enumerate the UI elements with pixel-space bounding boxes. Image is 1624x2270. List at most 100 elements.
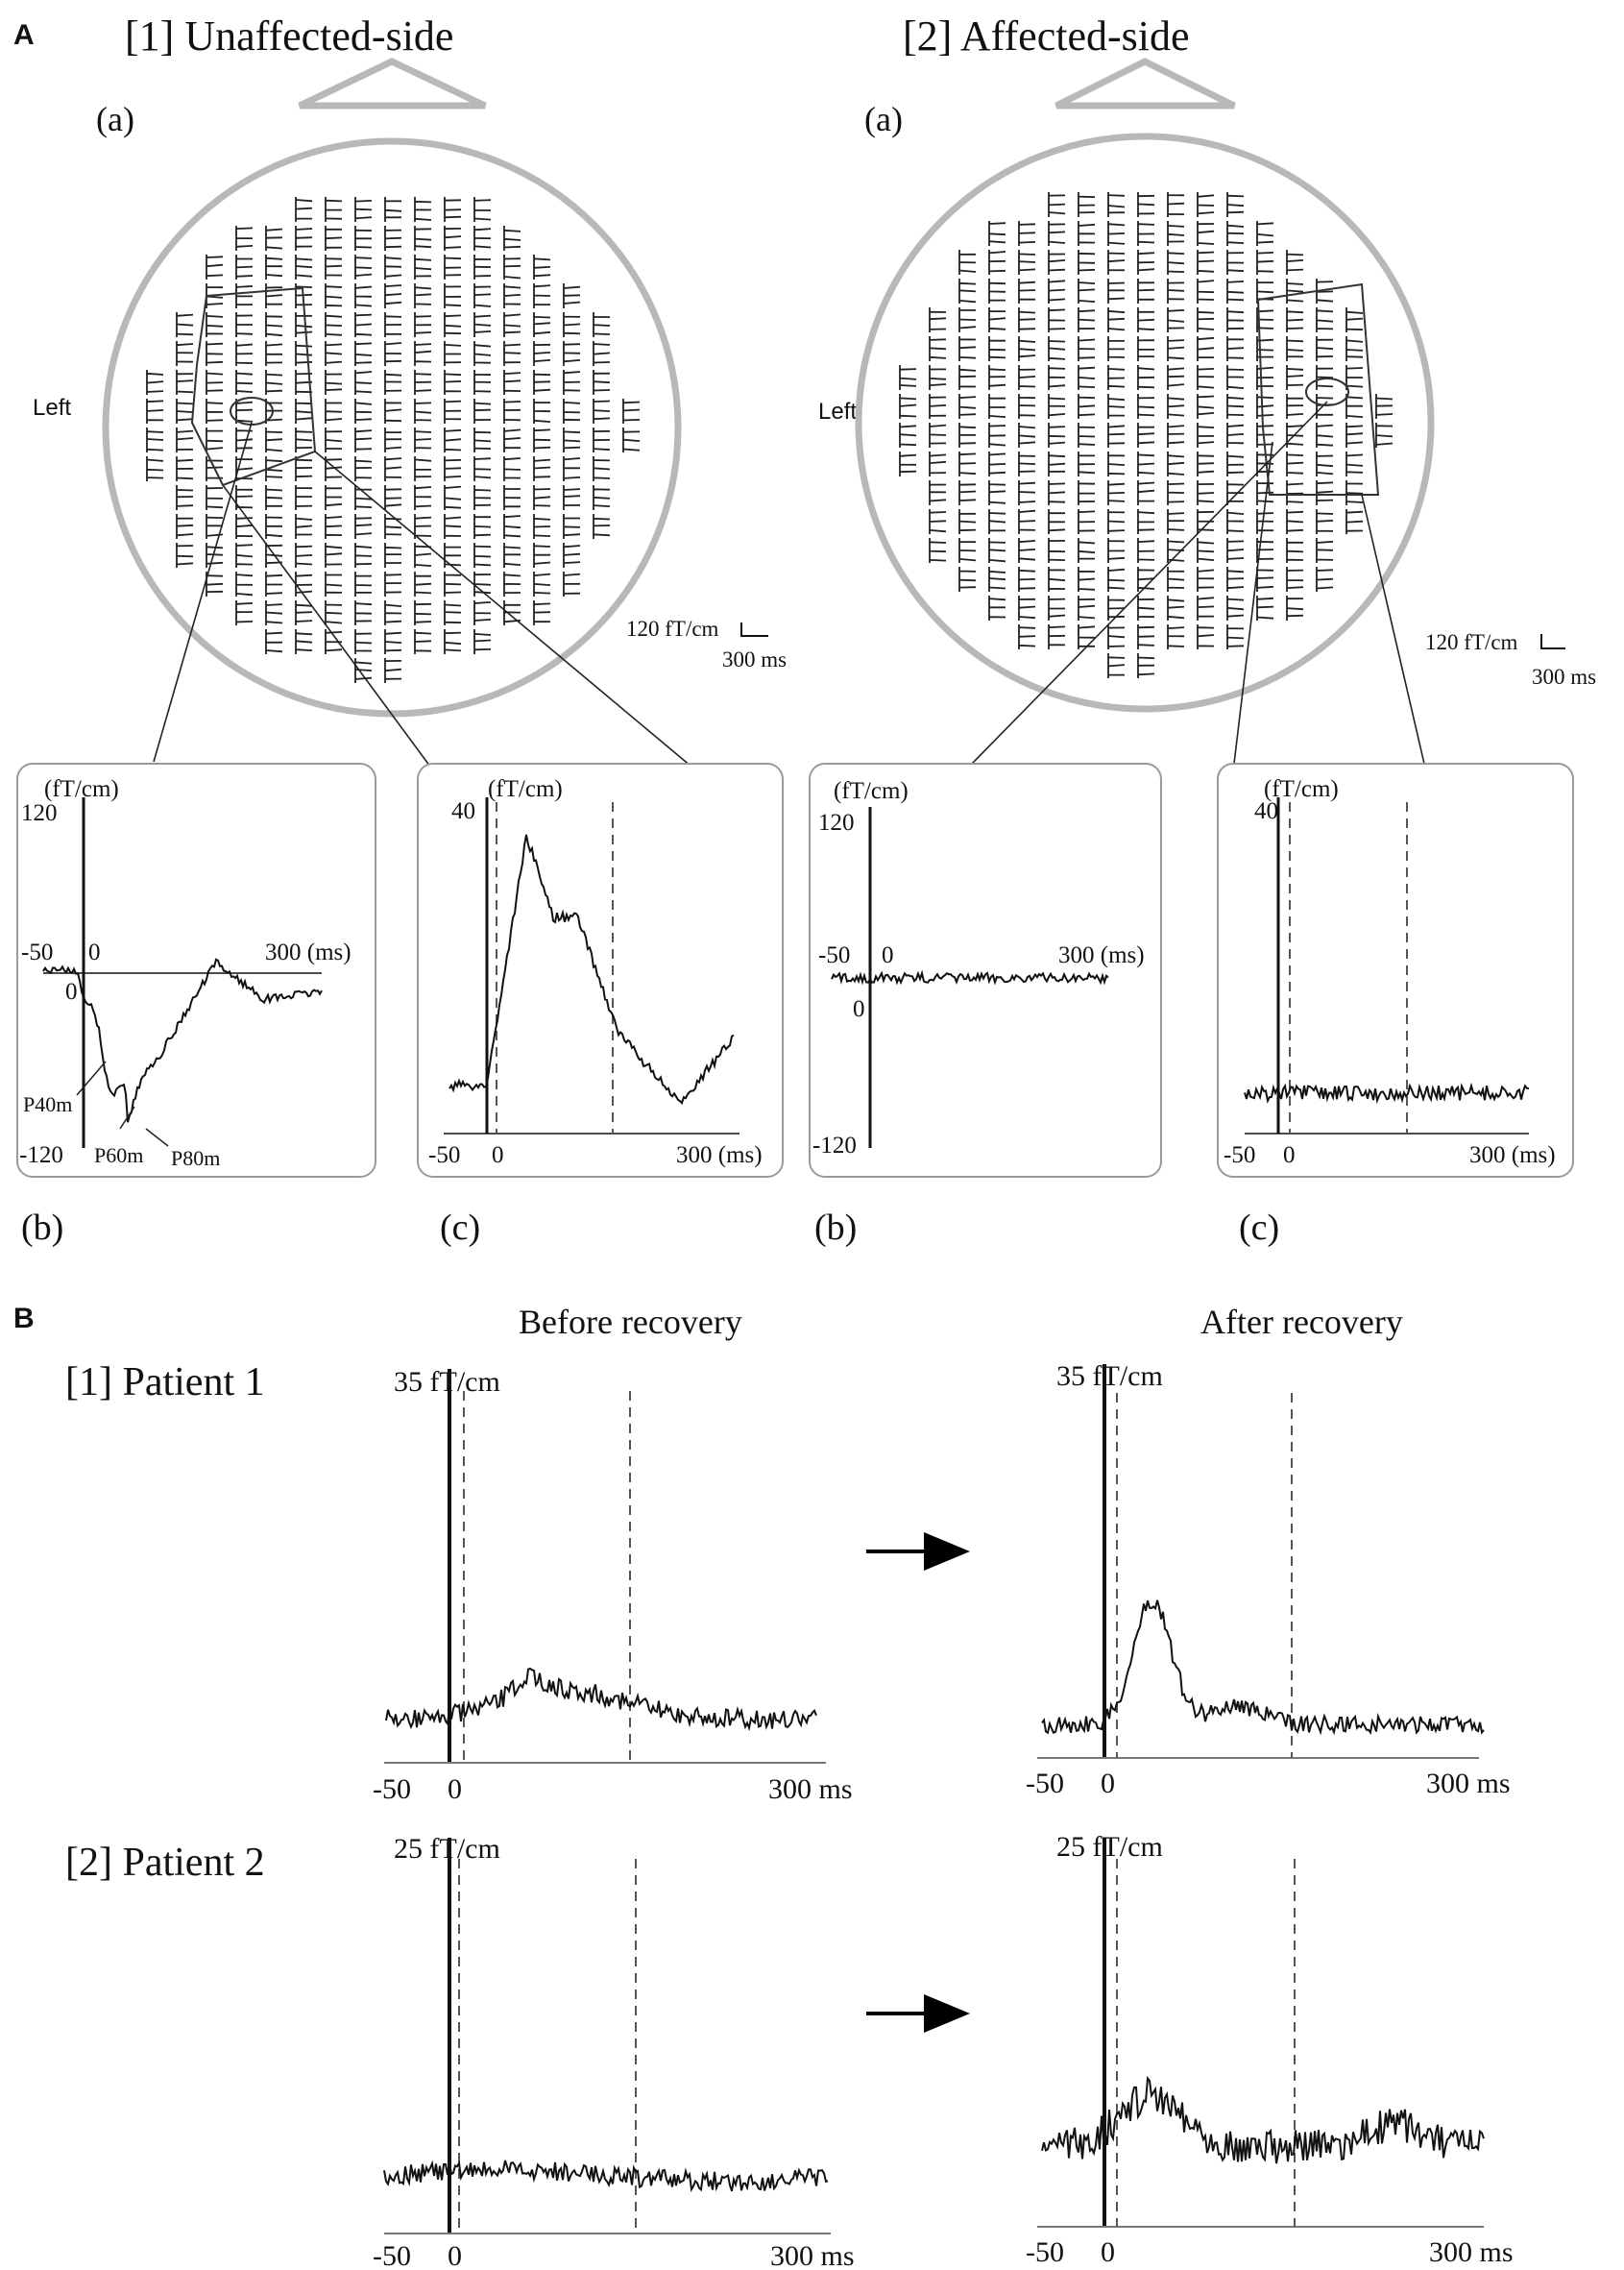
inset-frame [809,763,1162,1178]
inset-y-bottom-label: -120 [19,1142,63,1168]
inset-y-bottom-label: -120 [812,1133,857,1159]
plot-scale-label: 35 fT/cm [394,1366,500,1398]
peak-arrow [119,1106,135,1130]
inset-frame [16,763,376,1178]
callout-line [1233,441,1273,765]
peak-arrow [145,1128,169,1147]
plot-scale-label: 35 fT/cm [1056,1360,1163,1392]
plot-scale-label: 25 fT/cm [1056,1831,1163,1863]
callout-line [1361,494,1425,765]
side-affected: [2] Affected-side (a) Left 120 fT/cm 300… [809,12,1596,1248]
amplitude-scale-bar [740,622,768,637]
inset-x-right-label: 300 (ms) [676,1142,763,1168]
inset-x-left-label: -50 [818,942,850,968]
inset-b-caption: (b) [814,1208,857,1248]
plot-x-right-label: 300 ms [1426,1768,1511,1799]
plot-waveform [1041,2075,1485,2164]
inset-b-unaffected: (fT/cm) 120 -120 -50 0 300 (ms) 0 P40m P… [16,763,376,1178]
callout-line [314,451,692,768]
selected-sensor-marker [1305,378,1349,406]
inset-x-left-label: -50 [1224,1142,1255,1168]
inset-waveform [42,958,323,1123]
inset-unit-label: (fT/cm) [44,776,119,802]
side-unaffected-title: [1] Unaffected-side [125,12,453,60]
inset-y-zero-label: 0 [853,996,865,1022]
scale-time-label: 300 ms [1532,665,1596,689]
left-hemisphere-label: Left [818,399,857,425]
inset-unit-label: (fT/cm) [488,776,563,802]
inset-y-top-label: 40 [1254,798,1278,824]
column-after-recovery: After recovery [1200,1303,1403,1341]
inset-c-caption: (c) [1239,1208,1279,1248]
plot-waveform [1041,1599,1485,1736]
inset-unit-label: (fT/cm) [834,778,909,804]
plot-x-right-label: 300 ms [768,1773,853,1805]
sensor-map-a-label: (a) [864,100,903,138]
arrow-right-icon [866,1994,970,2033]
inset-waveform [831,969,1109,986]
left-hemisphere-label: Left [33,395,71,421]
inset-x-right-label: 300 (ms) [1058,942,1145,968]
inset-x-right-label: 300 (ms) [1469,1142,1556,1168]
inset-y-zero-label: 0 [65,979,78,1005]
plot-x-left-label: -50 [373,1773,411,1805]
peak-label-p80m: P80m [171,1146,220,1170]
inset-frame [1217,763,1574,1178]
callout-line [971,401,1328,765]
inset-x-zero-label: 0 [882,942,894,968]
plot-x-zero-label: 0 [1101,2236,1115,2268]
column-before-recovery: Before recovery [519,1303,742,1341]
inset-y-top-label: 40 [451,798,475,824]
inset-c-caption: (c) [440,1208,480,1248]
plot-x-left-label: -50 [373,2240,411,2270]
inset-y-top-label: 120 [818,810,855,836]
scale-amplitude-label: 120 fT/cm [626,617,719,641]
scale-amplitude-label: 120 fT/cm [1425,630,1518,654]
head-nose [1054,58,1236,110]
plot-patient1-before: 35 fT/cm -50 0 300 ms [373,1366,853,1805]
plot-x-left-label: -50 [1026,1768,1064,1799]
inset-x-left-label: -50 [428,1142,460,1168]
plot-waveform [383,2160,829,2192]
plot-scale-label: 25 fT/cm [394,1833,500,1865]
callout-line [153,422,253,763]
panel-a-letter: A [13,19,35,51]
inset-y-top-label: 120 [21,800,58,826]
patient-1-label: [1] Patient 1 [65,1360,265,1404]
inset-c-affected: (fT/cm) 40 -50 0 300 (ms) [1217,763,1574,1178]
peak-arrow [76,1061,107,1096]
roi-outline [1256,282,1380,496]
plot-patient2-before: 25 fT/cm -50 0 300 ms [373,1833,855,2270]
amplitude-scale-bar [1540,634,1565,649]
inset-x-left-label: -50 [21,940,53,965]
head-outline [102,137,682,718]
inset-waveform [1244,1082,1530,1105]
plot-x-right-label: 300 ms [1429,2236,1514,2268]
inset-x-zero-label: 0 [1283,1142,1296,1168]
head-nose [298,58,487,110]
sensor-map-a-label: (a) [96,100,134,138]
plot-patient2-after: 25 fT/cm -50 0 300 ms [1026,1831,1514,2268]
plot-x-zero-label: 0 [448,1773,462,1805]
inset-x-right-label: 300 (ms) [265,940,351,965]
scale-time-label: 300 ms [722,647,787,671]
head-outline [855,133,1435,713]
sensor-array [146,197,641,683]
sensor-glyphs [899,192,1394,678]
inset-unit-label: (fT/cm) [1264,776,1339,802]
inset-frame [417,763,784,1178]
side-affected-title: [2] Affected-side [903,12,1190,60]
inset-b-affected: (fT/cm) 120 -120 -50 0 300 (ms) 0 [809,763,1162,1178]
plot-x-zero-label: 0 [448,2240,462,2270]
side-unaffected: [1] Unaffected-side (a) Left 120 fT/cm 3… [16,12,787,1248]
inset-c-unaffected: (fT/cm) 40 -50 0 300 (ms) [417,763,784,1178]
plot-patient1-after: 35 fT/cm -50 0 300 ms [1026,1360,1511,1799]
sensor-array [899,192,1394,678]
arrow-right-icon [866,1532,970,1571]
inset-b-caption: (b) [21,1208,63,1248]
peak-label-p60m: P60m [94,1143,143,1167]
plot-x-left-label: -50 [1026,2236,1064,2268]
peak-label-p40m: P40m [23,1092,72,1116]
panel-b-letter: B [13,1303,35,1334]
plot-x-right-label: 300 ms [770,2240,855,2270]
